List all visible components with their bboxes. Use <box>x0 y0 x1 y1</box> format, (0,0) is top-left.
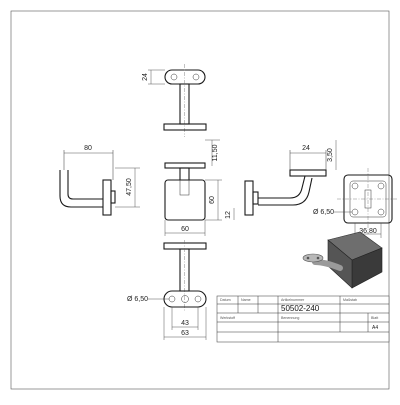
side-view-dim-24: 24 <box>302 145 310 152</box>
bottom-view-dim-43: 43 <box>181 320 189 327</box>
side-view-dim-3-50: 3,50 <box>327 148 334 162</box>
iso-cap <box>302 253 324 263</box>
plate-view-dim-hole: Ø 6,50 <box>313 209 334 216</box>
drawing-frame <box>10 10 390 390</box>
tb-sheet-size: A4 <box>372 325 378 331</box>
top-view-hole-right <box>192 73 200 81</box>
front-view-mount <box>110 190 116 204</box>
plate-view-outline <box>343 174 393 224</box>
top-view-dim-24: 24 <box>142 73 149 81</box>
bottom-view-cap <box>163 290 207 308</box>
top-view: 24 <box>142 64 207 137</box>
center-view-mount <box>179 179 190 196</box>
center-view-plate <box>164 179 206 221</box>
center-view-rod <box>179 167 190 181</box>
top-view-hole-left <box>170 73 178 81</box>
tb-drawing-number: 50502-240 <box>281 304 320 313</box>
front-view-dim-80: 80 <box>84 145 92 152</box>
bottom-view: Ø 6,50 43 63 <box>127 240 207 340</box>
bottom-view-hole-right <box>194 295 202 303</box>
title-block-frame <box>216 295 390 343</box>
center-view-dim-60-h: 60 <box>181 226 189 233</box>
front-view-plate <box>102 179 112 216</box>
tb-label-artikelnummer: Artikelnummer <box>281 298 305 302</box>
top-view-plate-edge <box>163 123 207 131</box>
tb-label-benennung: Benennung <box>281 316 299 320</box>
tb-label-massstab: Maßstab <box>343 298 357 302</box>
iso-cap-hole-right <box>316 256 320 260</box>
side-view-plate <box>244 180 254 216</box>
bottom-view-hole-center <box>181 295 189 303</box>
bottom-view-hole-left <box>168 295 176 303</box>
plate-view-hole-br <box>377 208 385 216</box>
iso-arm <box>312 259 343 271</box>
tb-label-name: Name <box>241 298 251 302</box>
iso-cap-hole-left <box>306 256 310 260</box>
bottom-view-dim-63: 63 <box>181 330 189 337</box>
bottom-view-plate-edge <box>163 242 207 250</box>
side-view-mount <box>252 191 259 205</box>
tb-label-werkstoff: Werkstoff <box>220 316 235 320</box>
tb-label-datum: Datum <box>220 298 231 302</box>
isometric-preview <box>302 231 383 289</box>
side-view-arm-upper <box>258 175 306 199</box>
side-view-arm-lower <box>258 177 313 206</box>
front-view: 80 47,50 <box>59 145 140 216</box>
side-view-cap <box>289 169 327 177</box>
plate-view-hole-tl <box>351 182 359 190</box>
front-view-arm-outer <box>59 170 103 208</box>
center-view-cap <box>164 162 206 169</box>
center-view: 11,50 60 60 12 <box>164 139 235 236</box>
center-view-dim-11-50: 11,50 <box>212 144 219 161</box>
center-view-dim-60-v: 60 <box>209 196 216 204</box>
tb-label-blatt: Blatt <box>371 316 378 320</box>
plate-view-hole-bl <box>351 208 359 216</box>
plate-view-hole-tr <box>377 182 385 190</box>
title-block: Datum Name Artikelnummer Maßstab 50502-2… <box>216 295 390 343</box>
side-view: 24 3,50 <box>244 140 337 216</box>
front-view-arm-inner <box>67 170 103 200</box>
front-view-dim-47-50: 47,50 <box>126 178 133 196</box>
plate-view: Ø 6,50 36,80 <box>313 168 398 238</box>
plate-view-dim-36-80: 36,80 <box>359 228 377 235</box>
bottom-view-dim-hole: Ø 6,50 <box>127 296 148 303</box>
center-view-dim-12: 12 <box>225 211 232 219</box>
iso-plate-side <box>327 239 353 289</box>
